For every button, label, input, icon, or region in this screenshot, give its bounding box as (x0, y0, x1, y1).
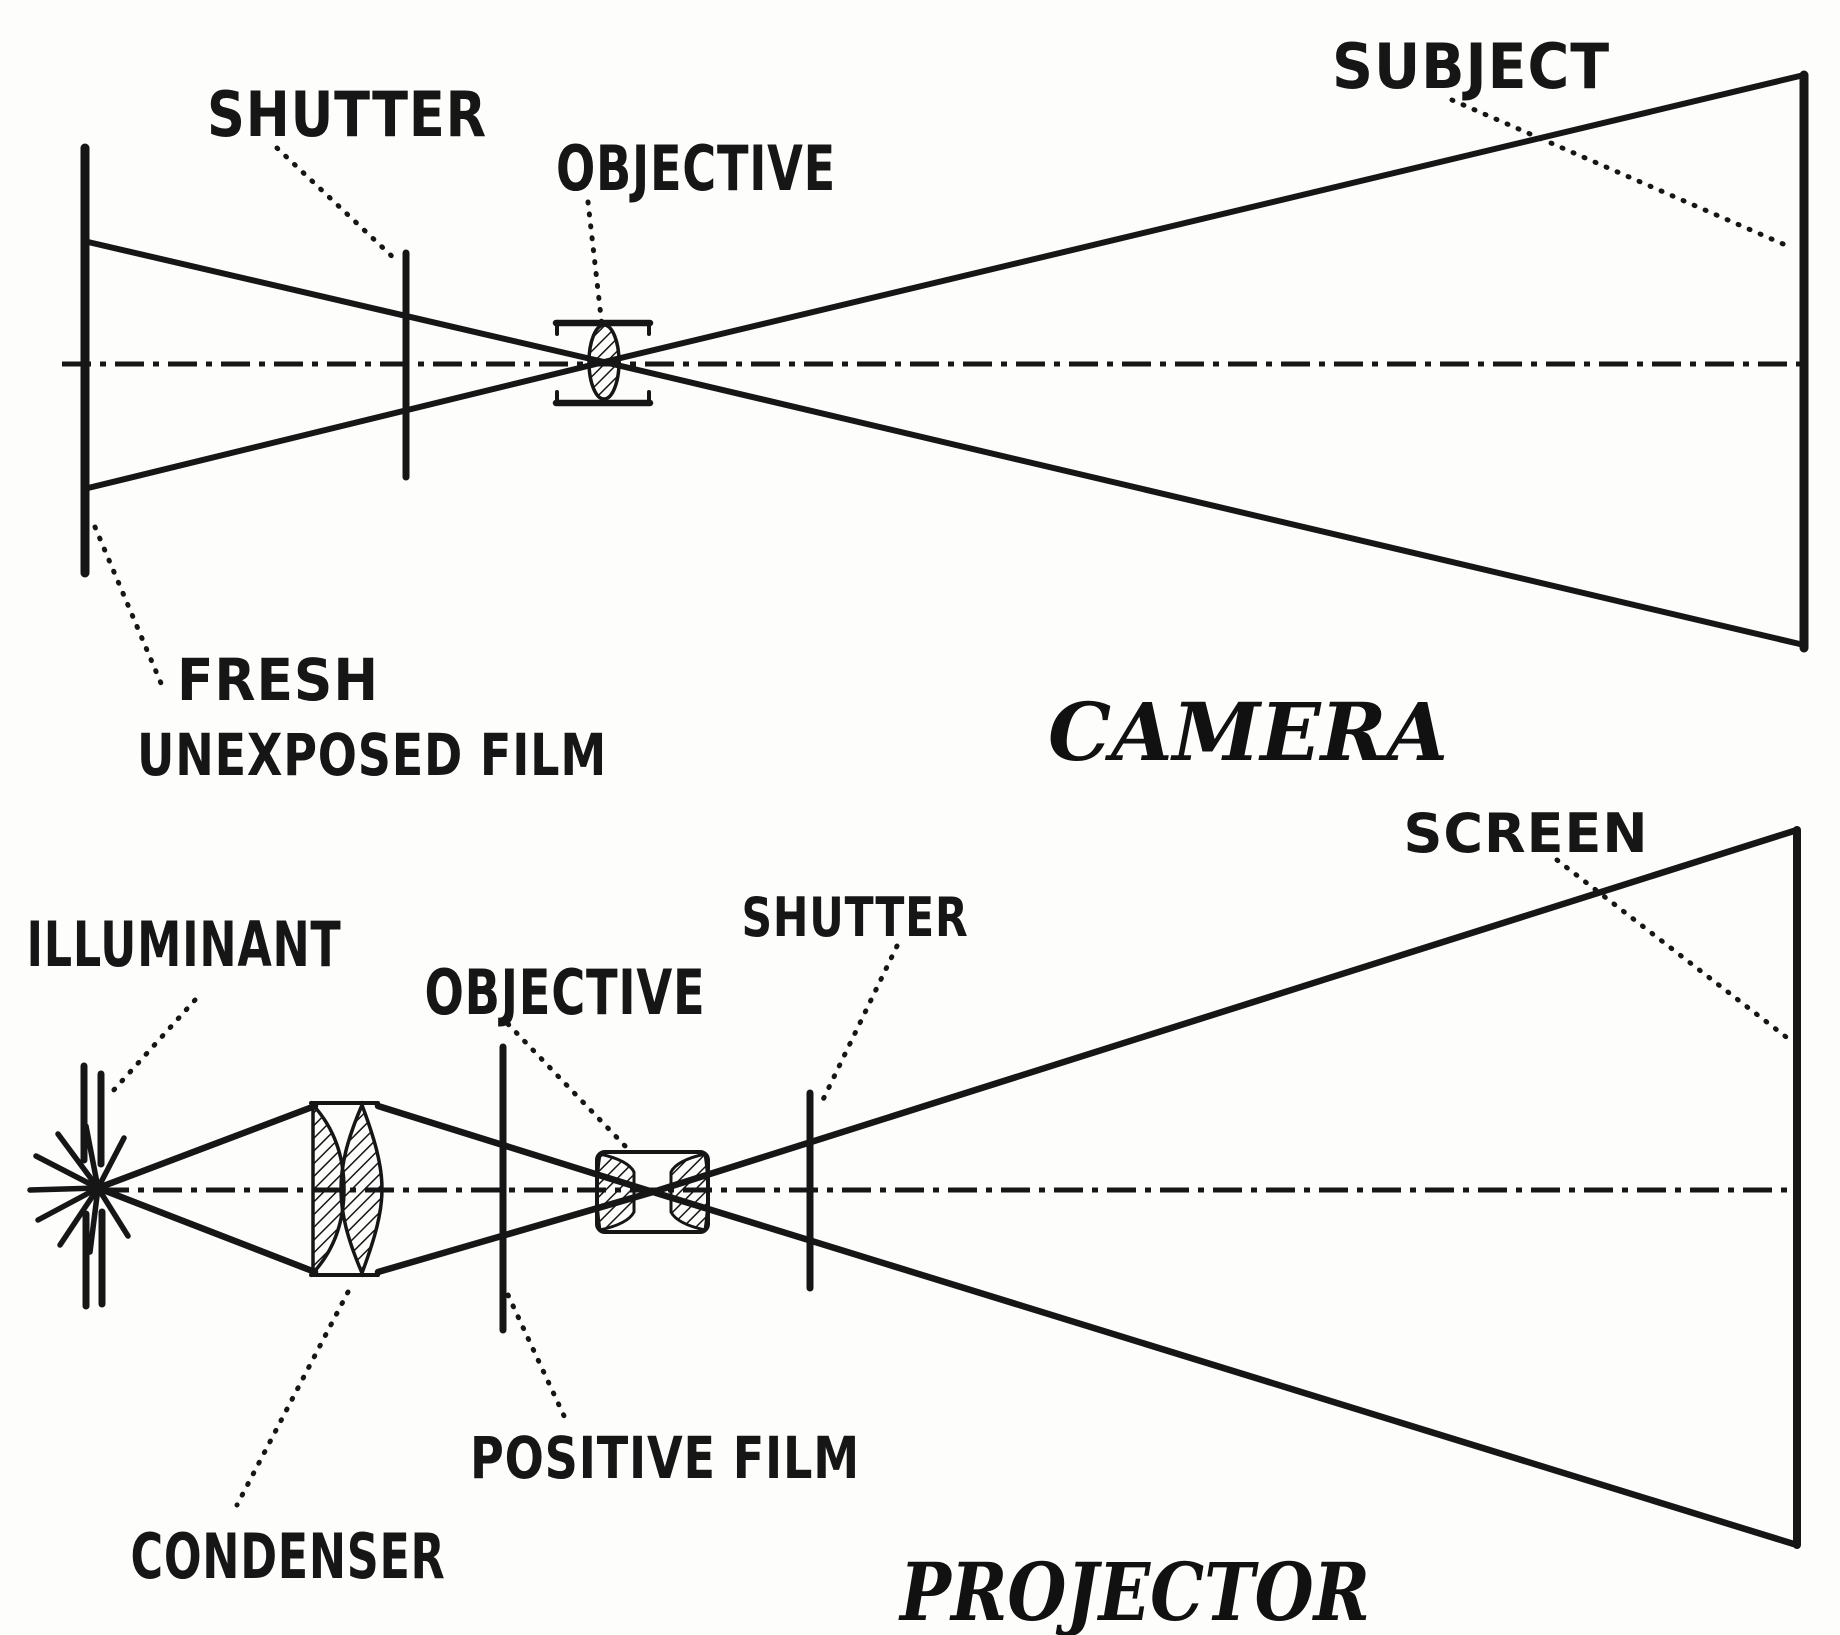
projector-objective-label: OBJECTIVE (425, 956, 706, 1029)
condenser-label: CONDENSER (131, 1520, 446, 1593)
camera-shutter-label: SHUTTER (207, 78, 487, 151)
projector-objective-leader (505, 1021, 630, 1151)
projector-shutter-leader (816, 943, 900, 1111)
camera-objective-lens (552, 319, 654, 407)
camera-objective-label: OBJECTIVE (556, 132, 836, 205)
positive-film-label: POSITIVE FILM (470, 1424, 860, 1492)
projector-diagram: ILLUMINANT OBJECTIVE SHUTTER SCREEN POSI… (27, 802, 1801, 1635)
film-leader (92, 524, 166, 691)
projector-caption: PROJECTOR (898, 1545, 1370, 1635)
lamp-slit-lines (80, 1062, 106, 1310)
camera-objective-leader (585, 199, 605, 329)
camera-diagram: SHUTTER OBJECTIVE SUBJECT FRESH UNEXPOSE… (62, 30, 1809, 789)
aperture-stop-bottom (552, 390, 654, 407)
condenser-lens (309, 1100, 384, 1278)
subject-label: SUBJECT (1332, 30, 1610, 103)
illuminant-source (27, 1062, 131, 1310)
condenser-leader (234, 1289, 351, 1508)
objective-element-right (669, 1152, 710, 1232)
camera-shutter-leader (274, 145, 401, 265)
illuminant-starburst-icon (27, 1123, 131, 1255)
screen-leader (1554, 857, 1793, 1043)
projector-ray-lower (374, 826, 1801, 1276)
illuminant-leader (109, 997, 198, 1095)
camera-caption: CAMERA (1048, 685, 1448, 779)
film-label-line1: FRESH (177, 646, 379, 714)
projector-objective-lens (595, 1150, 710, 1234)
projector-ray-source-top (94, 1102, 319, 1192)
positive-film-leader (505, 1292, 568, 1421)
screen-label: SCREEN (1404, 802, 1649, 865)
projector-ray-source-bottom (94, 1184, 319, 1276)
film-label-line2: UNEXPOSED FILM (137, 721, 607, 789)
camera-lens-glass (587, 323, 621, 401)
camera-ray-top (85, 239, 1807, 648)
condenser-element-right (339, 1100, 384, 1278)
objective-element-left (595, 1152, 636, 1232)
subject-leader (1449, 97, 1793, 250)
projector-shutter-label: SHUTTER (742, 886, 969, 949)
illuminant-label: ILLUMINANT (27, 908, 342, 981)
